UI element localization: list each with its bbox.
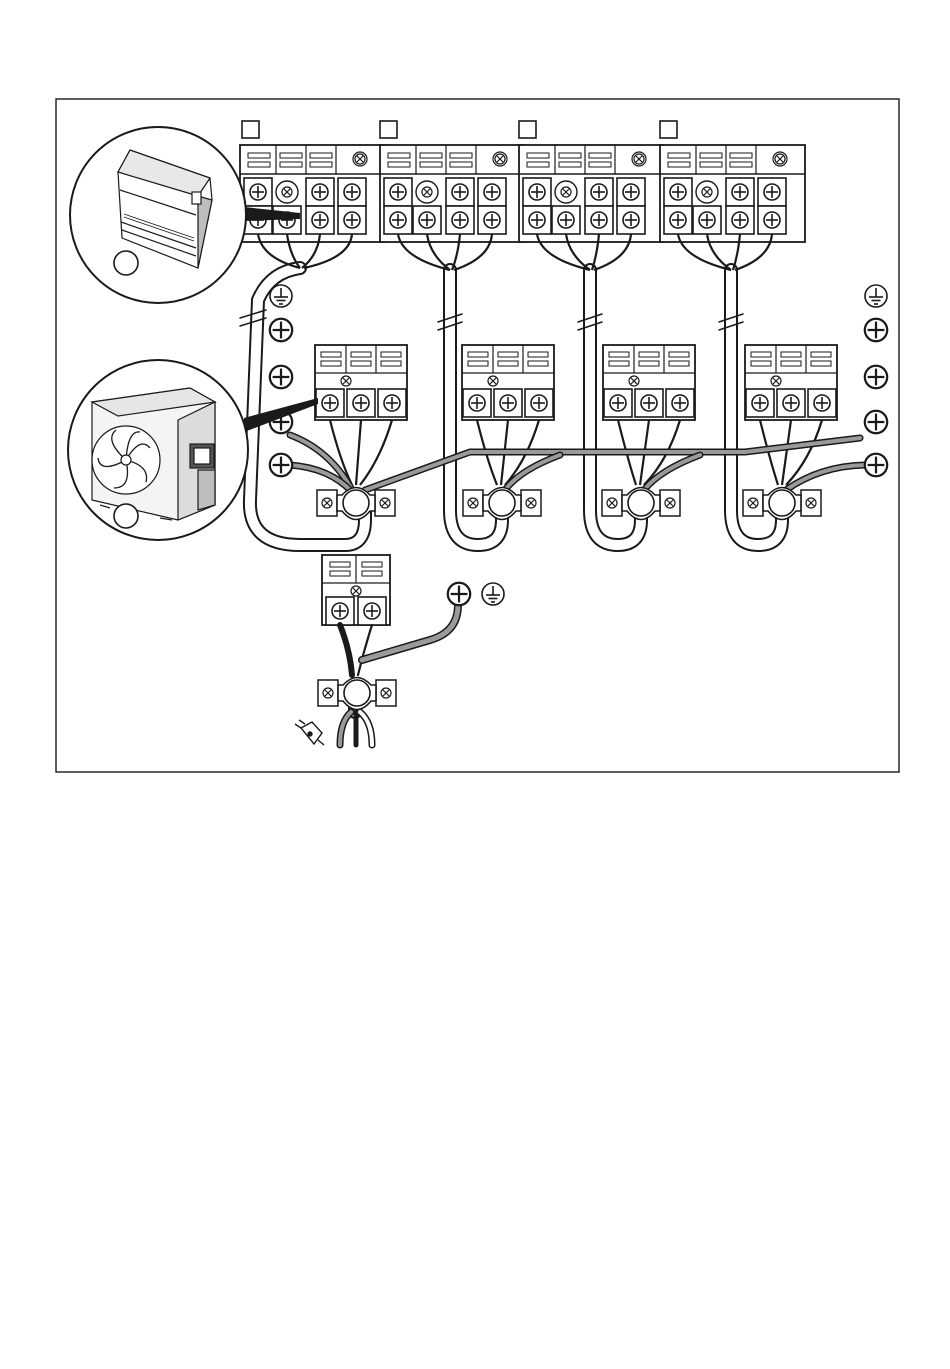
indoor-terminal-block-b [380, 145, 525, 242]
power-cable [340, 605, 458, 745]
power-cable-clamp [318, 678, 396, 710]
screw-icon [865, 411, 887, 433]
earth-symbol-icon [482, 583, 504, 605]
outdoor-callout-number-circle [114, 504, 138, 528]
earth-symbol-icon [865, 285, 887, 307]
earth-symbol-icon [270, 285, 292, 307]
outdoor-terminal-block-b [462, 345, 554, 420]
indoor-unit-b [380, 121, 525, 242]
plug-icon [295, 720, 324, 745]
outdoor-unit-callout [68, 360, 248, 540]
right-earth-terminals [865, 285, 887, 476]
cable-clamp-d [743, 488, 821, 520]
unit-a-label-box [242, 121, 259, 138]
screw-icon [270, 366, 292, 388]
power-supply-terminal [322, 555, 390, 625]
indoor-terminal-block-c [519, 145, 664, 242]
indoor-terminal-block-a [240, 145, 385, 242]
screw-icon [270, 319, 292, 341]
outdoor-terminal-block-c [603, 345, 695, 420]
cable-clamps [317, 488, 821, 520]
unit-b-label-box [380, 121, 397, 138]
outdoor-terminal-blocks [315, 345, 837, 420]
indoor-unit-a [240, 121, 385, 242]
indoor-terminal-block-d [660, 145, 805, 242]
indoor-unit-d [660, 121, 805, 242]
outdoor-unit-image [92, 388, 215, 520]
outdoor-terminal-block-a [315, 345, 407, 420]
screw-icon [448, 583, 470, 605]
cable-clamp-c [602, 488, 680, 520]
screw-icon [865, 319, 887, 341]
cable-clamp-a [317, 488, 395, 520]
indoor-unit-c [519, 121, 664, 242]
screw-icon [270, 454, 292, 476]
screw-icon [865, 366, 887, 388]
cable-clamp-b [463, 488, 541, 520]
unit-c-label-box [519, 121, 536, 138]
earth-wires [290, 435, 865, 492]
indoor-callout-number-circle [114, 251, 138, 275]
left-earth-screws [270, 319, 292, 476]
outdoor-terminal-block-d [745, 345, 837, 420]
unit-d-label-box [660, 121, 677, 138]
indoor-unit-callout [70, 127, 246, 303]
screw-icon [865, 454, 887, 476]
